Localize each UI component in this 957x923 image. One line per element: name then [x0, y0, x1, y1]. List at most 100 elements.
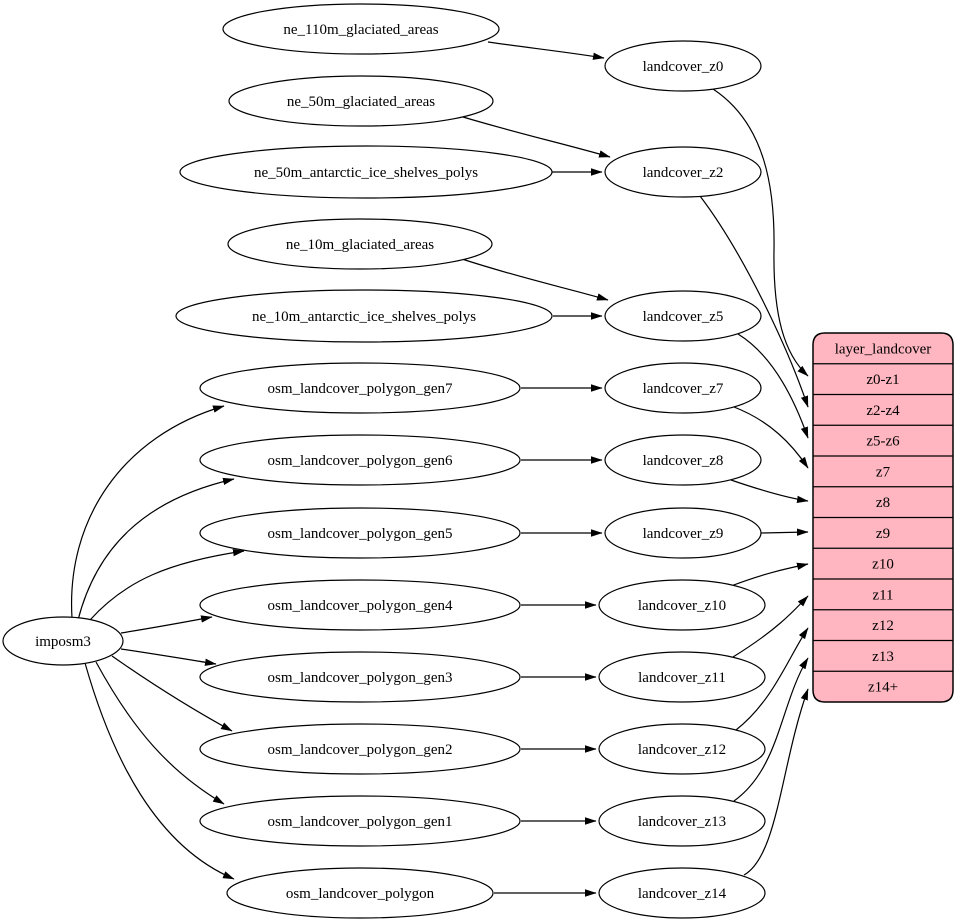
- node-label: landcover_z10: [638, 598, 726, 614]
- edge-imposm3-to-osm_landcover_polygon_gen7: [70, 405, 225, 619]
- edge-landcover_z0-to-layer_landcover:z0-z1: [712, 88, 809, 377]
- node-ellipse: [604, 290, 762, 342]
- node-ellipse: [179, 145, 553, 199]
- record-title: layer_landcover: [835, 341, 932, 357]
- node-label: ne_110m_glaciated_areas: [283, 22, 438, 38]
- node-ne_50m_antarctic_ice_shelves_polys: ne_50m_antarctic_ice_shelves_polys: [179, 145, 553, 199]
- record-row-label: z0-z1: [866, 372, 899, 388]
- node-label: imposm3: [35, 634, 91, 650]
- node-ellipse: [226, 867, 494, 919]
- node-ellipse: [598, 579, 766, 631]
- node-label: landcover_z2: [643, 165, 724, 181]
- node-osm_landcover_polygon_gen3: osm_landcover_polygon_gen3: [199, 651, 521, 703]
- edge-imposm3-to-osm_landcover_polygon_gen6: [77, 477, 235, 621]
- record-row-label: z14+: [868, 680, 898, 696]
- edge-imposm3-to-osm_landcover_polygon_gen5: [89, 548, 245, 621]
- node-ellipse: [604, 507, 762, 559]
- node-label: landcover_z5: [643, 309, 724, 325]
- node-label: ne_10m_glaciated_areas: [286, 237, 434, 253]
- node-label: landcover_z7: [643, 381, 724, 397]
- node-label: landcover_z13: [638, 814, 726, 830]
- node-ne_110m_glaciated_areas: ne_110m_glaciated_areas: [222, 3, 500, 55]
- node-landcover_z11: landcover_z11: [598, 651, 766, 703]
- edge-landcover_z5-to-layer_landcover:z5-z6: [737, 333, 809, 439]
- node-label: osm_landcover_polygon_gen5: [268, 526, 453, 542]
- node-landcover_z0: landcover_z0: [604, 40, 762, 92]
- node-landcover_z2: landcover_z2: [604, 146, 762, 198]
- record-layer_landcover: layer_landcover z0-z1 z2-z4 z5-z6 z7 z8 z9 z10 z…: [812, 332, 954, 703]
- edge-landcover_z2-to-layer_landcover:z2-z4: [699, 195, 809, 408]
- edge-ne_10m_glaciated_areas-to-landcover_z5: [461, 258, 609, 301]
- node-osm_landcover_polygon_gen4: osm_landcover_polygon_gen4: [199, 579, 521, 631]
- node-ellipse: [2, 616, 124, 666]
- node-ellipse: [604, 362, 762, 414]
- node-label: osm_landcover_polygon: [286, 886, 435, 902]
- record-row-label: z2-z4: [866, 403, 900, 419]
- node-imposm3: imposm3: [2, 616, 124, 666]
- node-landcover_z7: landcover_z7: [604, 362, 762, 414]
- node-label: ne_50m_antarctic_ice_shelves_polys: [254, 165, 478, 181]
- node-landcover_z8: landcover_z8: [604, 434, 762, 486]
- record-row-label: z7: [876, 464, 891, 480]
- edge-landcover_z10-to-layer_landcover:z10: [730, 562, 809, 587]
- record-row-label: z8: [876, 495, 890, 511]
- record-row-label: z13: [872, 649, 894, 665]
- edges-layer: [70, 41, 809, 897]
- node-landcover_z5: landcover_z5: [604, 290, 762, 342]
- node-ellipse: [604, 434, 762, 486]
- node-ellipse: [199, 723, 521, 775]
- node-ellipse: [199, 507, 521, 559]
- edge-imposm3-to-osm_landcover_polygon_gen3: [120, 648, 217, 666]
- node-ellipse: [598, 651, 766, 703]
- edge-landcover_z12-to-layer_landcover:z12: [735, 627, 809, 731]
- nodes-layer: ne_110m_glaciated_areas landcover_z0 ne_50…: [2, 3, 766, 919]
- node-ellipse: [598, 723, 766, 775]
- node-ellipse: [199, 579, 521, 631]
- node-ne_50m_glaciated_areas: ne_50m_glaciated_areas: [228, 75, 494, 127]
- node-osm_landcover_polygon_gen2: osm_landcover_polygon_gen2: [199, 723, 521, 775]
- node-label: landcover_z8: [643, 453, 724, 469]
- node-ellipse: [175, 289, 553, 343]
- edge-landcover_z7-to-layer_landcover:z7: [733, 406, 809, 469]
- node-landcover_z12: landcover_z12: [598, 723, 766, 775]
- edge-ne_50m_glaciated_areas-to-landcover_z2: [462, 116, 611, 158]
- edge-landcover_z8-to-layer_landcover:z8: [730, 479, 809, 504]
- record-row-label: z5-z6: [866, 434, 900, 450]
- edge-landcover_z11-to-layer_landcover:z11: [732, 595, 809, 658]
- node-label: ne_10m_antarctic_ice_shelves_polys: [252, 309, 476, 325]
- record-row-label: z10: [872, 557, 894, 573]
- node-ellipse: [228, 75, 494, 127]
- node-label: osm_landcover_polygon_gen7: [268, 381, 453, 397]
- node-ellipse: [199, 362, 521, 414]
- record-row-label: z9: [876, 526, 890, 542]
- node-label: osm_landcover_polygon_gen6: [268, 453, 453, 469]
- node-label: osm_landcover_polygon_gen2: [268, 742, 453, 758]
- node-label: ne_50m_glaciated_areas: [287, 94, 435, 110]
- record-row-label: z11: [872, 587, 893, 603]
- node-ellipse: [604, 40, 762, 92]
- node-label: landcover_z14: [638, 886, 727, 902]
- node-ellipse: [199, 434, 521, 486]
- edge-ne_110m_glaciated_areas-to-landcover_z0: [487, 41, 605, 60]
- node-label: landcover_z12: [638, 742, 726, 758]
- node-osm_landcover_polygon_gen6: osm_landcover_polygon_gen6: [199, 434, 521, 486]
- edge-landcover_z14-to-layer_landcover:z14+: [743, 688, 809, 876]
- node-landcover_z9: landcover_z9: [604, 507, 762, 559]
- record-row-label: z12: [872, 618, 894, 634]
- node-osm_landcover_polygon_gen1: osm_landcover_polygon_gen1: [199, 795, 521, 847]
- node-label: osm_landcover_polygon_gen1: [268, 814, 453, 830]
- node-landcover_z14: landcover_z14: [598, 867, 766, 919]
- edge-imposm3-to-osm_landcover_polygon_gen2: [111, 655, 233, 732]
- edge-imposm3-to-osm_landcover_polygon_gen4: [120, 615, 213, 634]
- node-ne_10m_antarctic_ice_shelves_polys: ne_10m_antarctic_ice_shelves_polys: [175, 289, 553, 343]
- node-osm_landcover_polygon: osm_landcover_polygon: [226, 867, 494, 919]
- node-ne_10m_glaciated_areas: ne_10m_glaciated_areas: [227, 218, 493, 270]
- node-ellipse: [598, 867, 766, 919]
- node-ellipse: [604, 146, 762, 198]
- node-ellipse: [227, 218, 493, 270]
- node-label: osm_landcover_polygon_gen3: [268, 670, 453, 686]
- node-landcover_z10: landcover_z10: [598, 579, 766, 631]
- node-label: landcover_z11: [638, 670, 726, 686]
